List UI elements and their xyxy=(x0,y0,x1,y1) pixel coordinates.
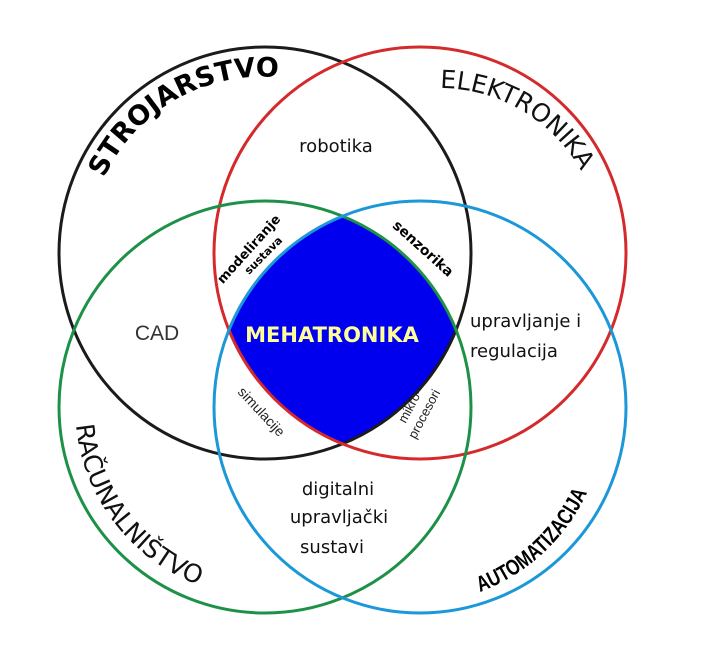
label-upravljanje-line1: upravljanje i xyxy=(470,311,581,332)
label-mehatronika: MEHATRONIKA xyxy=(245,323,419,347)
label-robotika: robotika xyxy=(299,136,373,157)
label-digitalni-line1: digitalni xyxy=(302,479,374,500)
automatizacija-circle xyxy=(212,199,628,615)
label-digitalni-line2: upravljački xyxy=(290,507,388,528)
label-upravljanje-line2: regulacija xyxy=(470,341,558,362)
strojarstvo-circle xyxy=(57,45,473,461)
label-cad: CAD xyxy=(135,322,179,345)
elektronika-circle xyxy=(212,45,628,461)
label-digitalni-line3: sustavi xyxy=(300,537,364,558)
label-racunalnistvo: RAČUNALNIŠTVO xyxy=(70,422,208,591)
racunalnistvo-circle xyxy=(57,199,473,615)
